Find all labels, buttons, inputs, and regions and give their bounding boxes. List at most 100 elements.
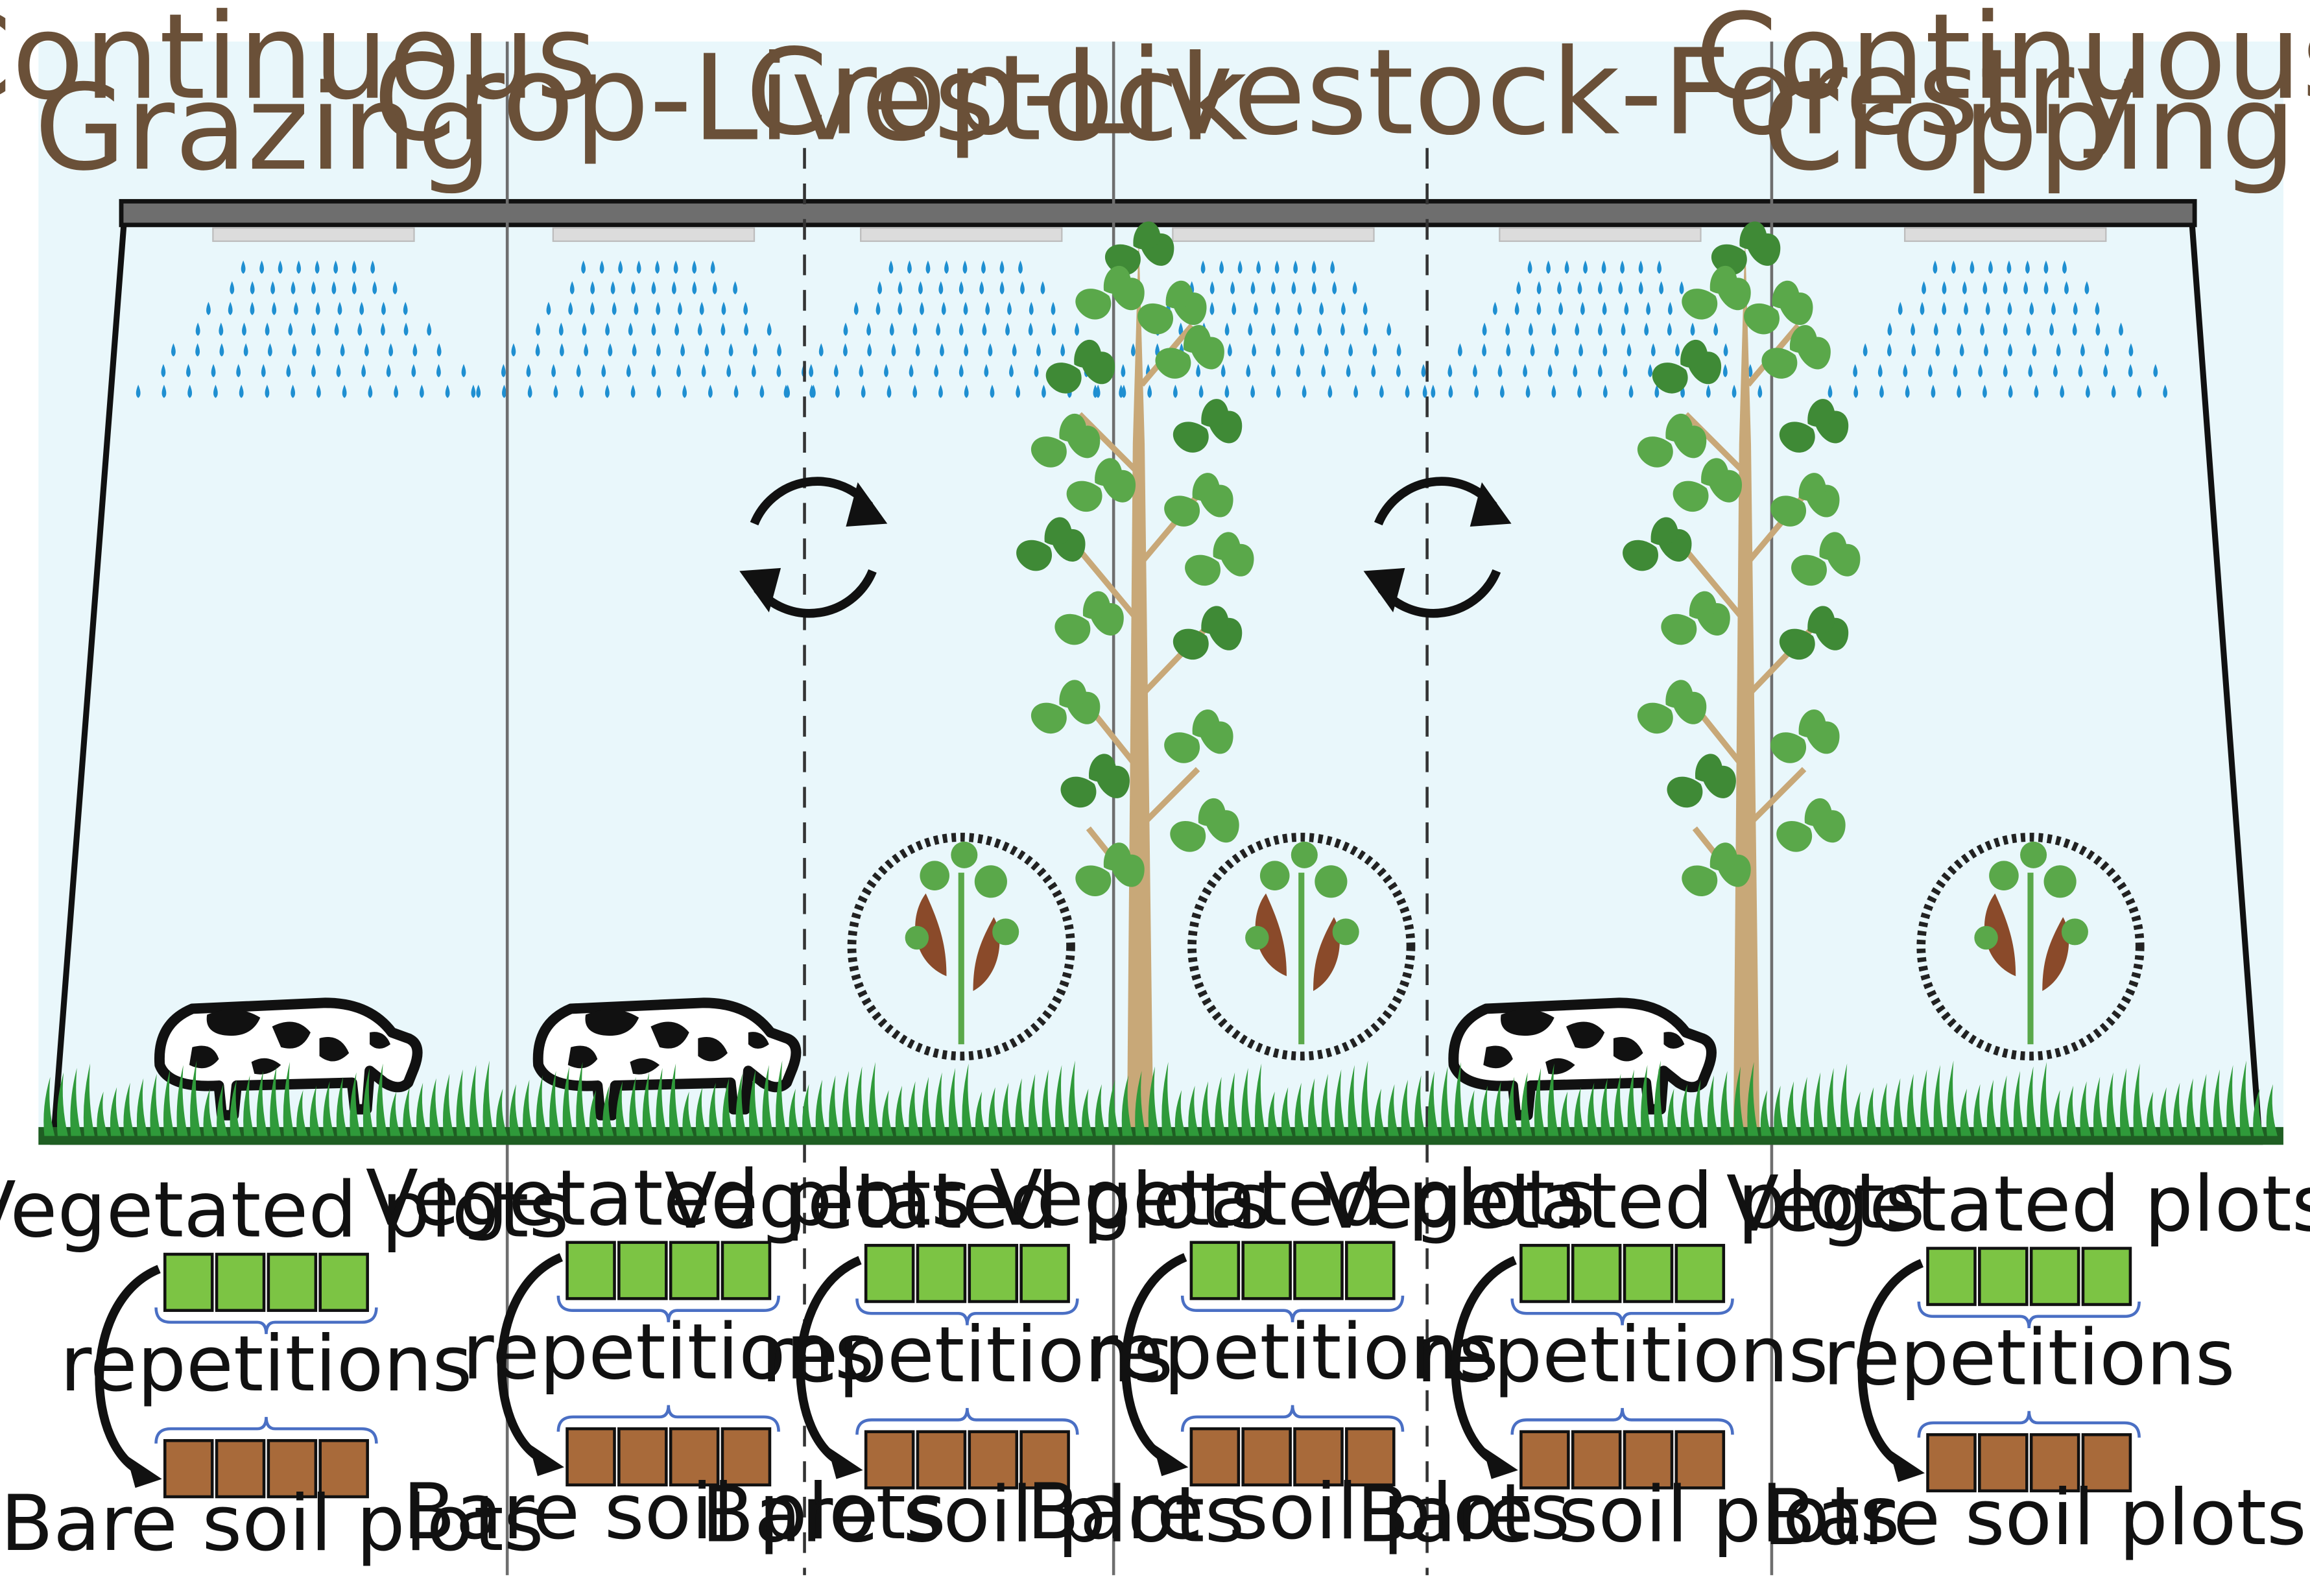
bare-soil-plot bbox=[1926, 1433, 1977, 1493]
cycle-arrow-icon bbox=[497, 1253, 564, 1466]
brace-bottom bbox=[1180, 1405, 1405, 1432]
crop-plant-icon bbox=[1916, 833, 2145, 1061]
brace-top bbox=[556, 1295, 780, 1322]
vegetated-plot bbox=[1623, 1244, 1674, 1304]
vegetated-plot bbox=[566, 1241, 616, 1300]
bare-soil-plots-label: Bare soil plots bbox=[403, 1467, 946, 1556]
repetitions-label: repetitions bbox=[60, 1319, 473, 1409]
grass-layer bbox=[43, 1060, 2278, 1136]
tree-icon bbox=[1016, 221, 1254, 1145]
brace-top bbox=[855, 1298, 1079, 1326]
bare-soil-plots-label: Bare soil plots bbox=[1763, 1473, 2307, 1562]
brace-top bbox=[1917, 1301, 2141, 1329]
title-crop-livestock: Crop-Livestock bbox=[374, 30, 1248, 168]
brace-bottom bbox=[154, 1416, 378, 1444]
title-continuous-cropping-line1: Continuous bbox=[1695, 0, 2310, 126]
bare-soil-plots-label: Bare soil plots bbox=[1357, 1470, 1900, 1559]
bare-soil-plot bbox=[1623, 1430, 1674, 1490]
vegetated-plot bbox=[1674, 1244, 1726, 1304]
bare-soil-plot bbox=[2029, 1433, 2080, 1493]
brace-top bbox=[1180, 1295, 1405, 1322]
bare-soil-plot bbox=[617, 1427, 668, 1487]
crop-plant-icon bbox=[1187, 833, 1416, 1061]
vegetated-plot bbox=[669, 1241, 720, 1300]
vegetated-plot bbox=[1571, 1244, 1622, 1304]
bare-soil-plot bbox=[163, 1439, 214, 1499]
repetitions-label: repetitions bbox=[1086, 1307, 1499, 1397]
bare-soil-plots-label: Bare soil plots bbox=[1027, 1467, 1570, 1556]
vegetated-plot bbox=[267, 1252, 318, 1312]
vegetated-plot bbox=[318, 1252, 369, 1312]
bare-soil-plot bbox=[1019, 1430, 1070, 1490]
vegetated-plot bbox=[215, 1252, 266, 1312]
bare-soil-plot bbox=[1519, 1430, 1570, 1490]
bare-soil-plot bbox=[267, 1439, 318, 1499]
vegetated-plot bbox=[1241, 1241, 1292, 1300]
vegetated-plot bbox=[2029, 1246, 2080, 1306]
sprinkler-icon bbox=[212, 227, 415, 243]
title-continuous-grazing-line1: Continuous bbox=[0, 0, 597, 126]
title-continuous-grazing-line2: Grazing bbox=[34, 60, 492, 197]
brace-top bbox=[1510, 1298, 1734, 1326]
cycle-arrow-icon bbox=[95, 1265, 161, 1477]
vegetated-plots-label: Vegetated plots bbox=[990, 1153, 1595, 1243]
vegetated-plot bbox=[1189, 1241, 1241, 1300]
bare-soil-plot bbox=[1345, 1427, 1396, 1487]
brace-bottom bbox=[1510, 1408, 1734, 1435]
brace-bottom bbox=[855, 1408, 1079, 1435]
bare-soil-plot bbox=[968, 1430, 1019, 1490]
bare-soil-plot bbox=[215, 1439, 266, 1499]
repetitions-label: repetitions bbox=[1823, 1313, 2235, 1403]
vegetated-plot bbox=[617, 1241, 668, 1300]
rotation-arrows-icon bbox=[739, 477, 888, 618]
repetitions-label: repetitions bbox=[1416, 1310, 1829, 1399]
vegetated-plots-label: Vegetated plots bbox=[0, 1165, 569, 1255]
vegetated-plot bbox=[1926, 1246, 1977, 1306]
brace-top bbox=[154, 1307, 378, 1335]
repetitions-label: repetitions bbox=[761, 1310, 1174, 1399]
bare-soil-plot bbox=[720, 1427, 772, 1487]
title-continuous-cropping-line2: Cropping bbox=[1762, 60, 2296, 197]
soil-line bbox=[38, 1126, 2283, 1145]
vegetated-plots-label: Vegetated plots bbox=[366, 1153, 971, 1243]
bare-soil-plot bbox=[669, 1427, 720, 1487]
vegetated-plots-label: Vegetated plots bbox=[665, 1156, 1270, 1246]
sprinkler-icon bbox=[1172, 227, 1375, 243]
bare-soil-plot bbox=[1571, 1430, 1622, 1490]
rain-drops-icon bbox=[476, 260, 816, 398]
rain-drops-icon bbox=[1828, 260, 2168, 398]
rain-drops-icon bbox=[136, 260, 476, 398]
bare-soil-plot bbox=[1293, 1427, 1344, 1487]
bare-soil-plot bbox=[1674, 1430, 1726, 1490]
bare-soil-plot bbox=[318, 1439, 369, 1499]
bare-soil-plot bbox=[566, 1427, 616, 1487]
bare-soil-plot bbox=[916, 1430, 967, 1490]
vegetated-plot bbox=[864, 1244, 915, 1304]
cycle-arrow-icon bbox=[1121, 1253, 1187, 1466]
bare-soil-plot bbox=[1241, 1427, 1292, 1487]
vegetated-plots-label: Vegetated plots bbox=[1320, 1156, 1925, 1246]
sprinkler-icon bbox=[1499, 227, 1702, 243]
sprinkler-bar bbox=[119, 198, 2197, 228]
crop-plant-icon bbox=[847, 833, 1075, 1061]
vegetated-plot bbox=[968, 1244, 1019, 1304]
tree-icon bbox=[1623, 221, 1861, 1145]
bare-soil-plot bbox=[1189, 1427, 1241, 1487]
vegetated-plot bbox=[163, 1252, 214, 1312]
brace-bottom bbox=[556, 1405, 780, 1432]
sprinkler-icon bbox=[1904, 227, 2107, 243]
cycle-arrow-icon bbox=[796, 1256, 862, 1469]
bare-soil-plot bbox=[864, 1430, 915, 1490]
cycle-arrow-icon bbox=[1451, 1256, 1517, 1469]
vegetated-plot bbox=[1978, 1246, 2029, 1306]
vegetated-plot bbox=[916, 1244, 967, 1304]
vegetated-plot bbox=[1019, 1244, 1070, 1304]
bare-soil-plots-label: Bare soil plots bbox=[1, 1479, 544, 1568]
vegetated-plot bbox=[720, 1241, 772, 1300]
